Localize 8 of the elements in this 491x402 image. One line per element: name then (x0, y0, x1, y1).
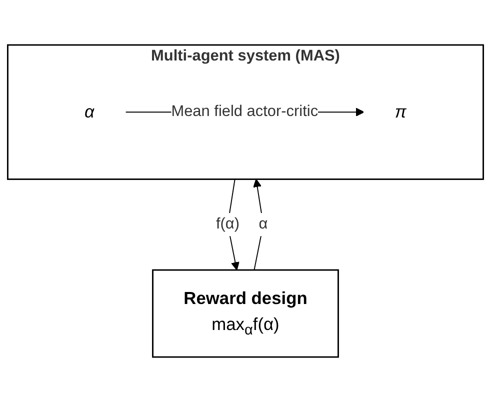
node-text: π (394, 102, 406, 122)
arrow (253, 178, 264, 270)
node-text: α (84, 102, 94, 122)
edge-label: Mean field actor-critic (171, 103, 318, 120)
node-box: Reward design max$_{α}$f(α) (152, 269, 339, 358)
arrow (227, 178, 240, 270)
edge-label: f(α) (216, 216, 240, 232)
edge-label: α (258, 216, 268, 232)
